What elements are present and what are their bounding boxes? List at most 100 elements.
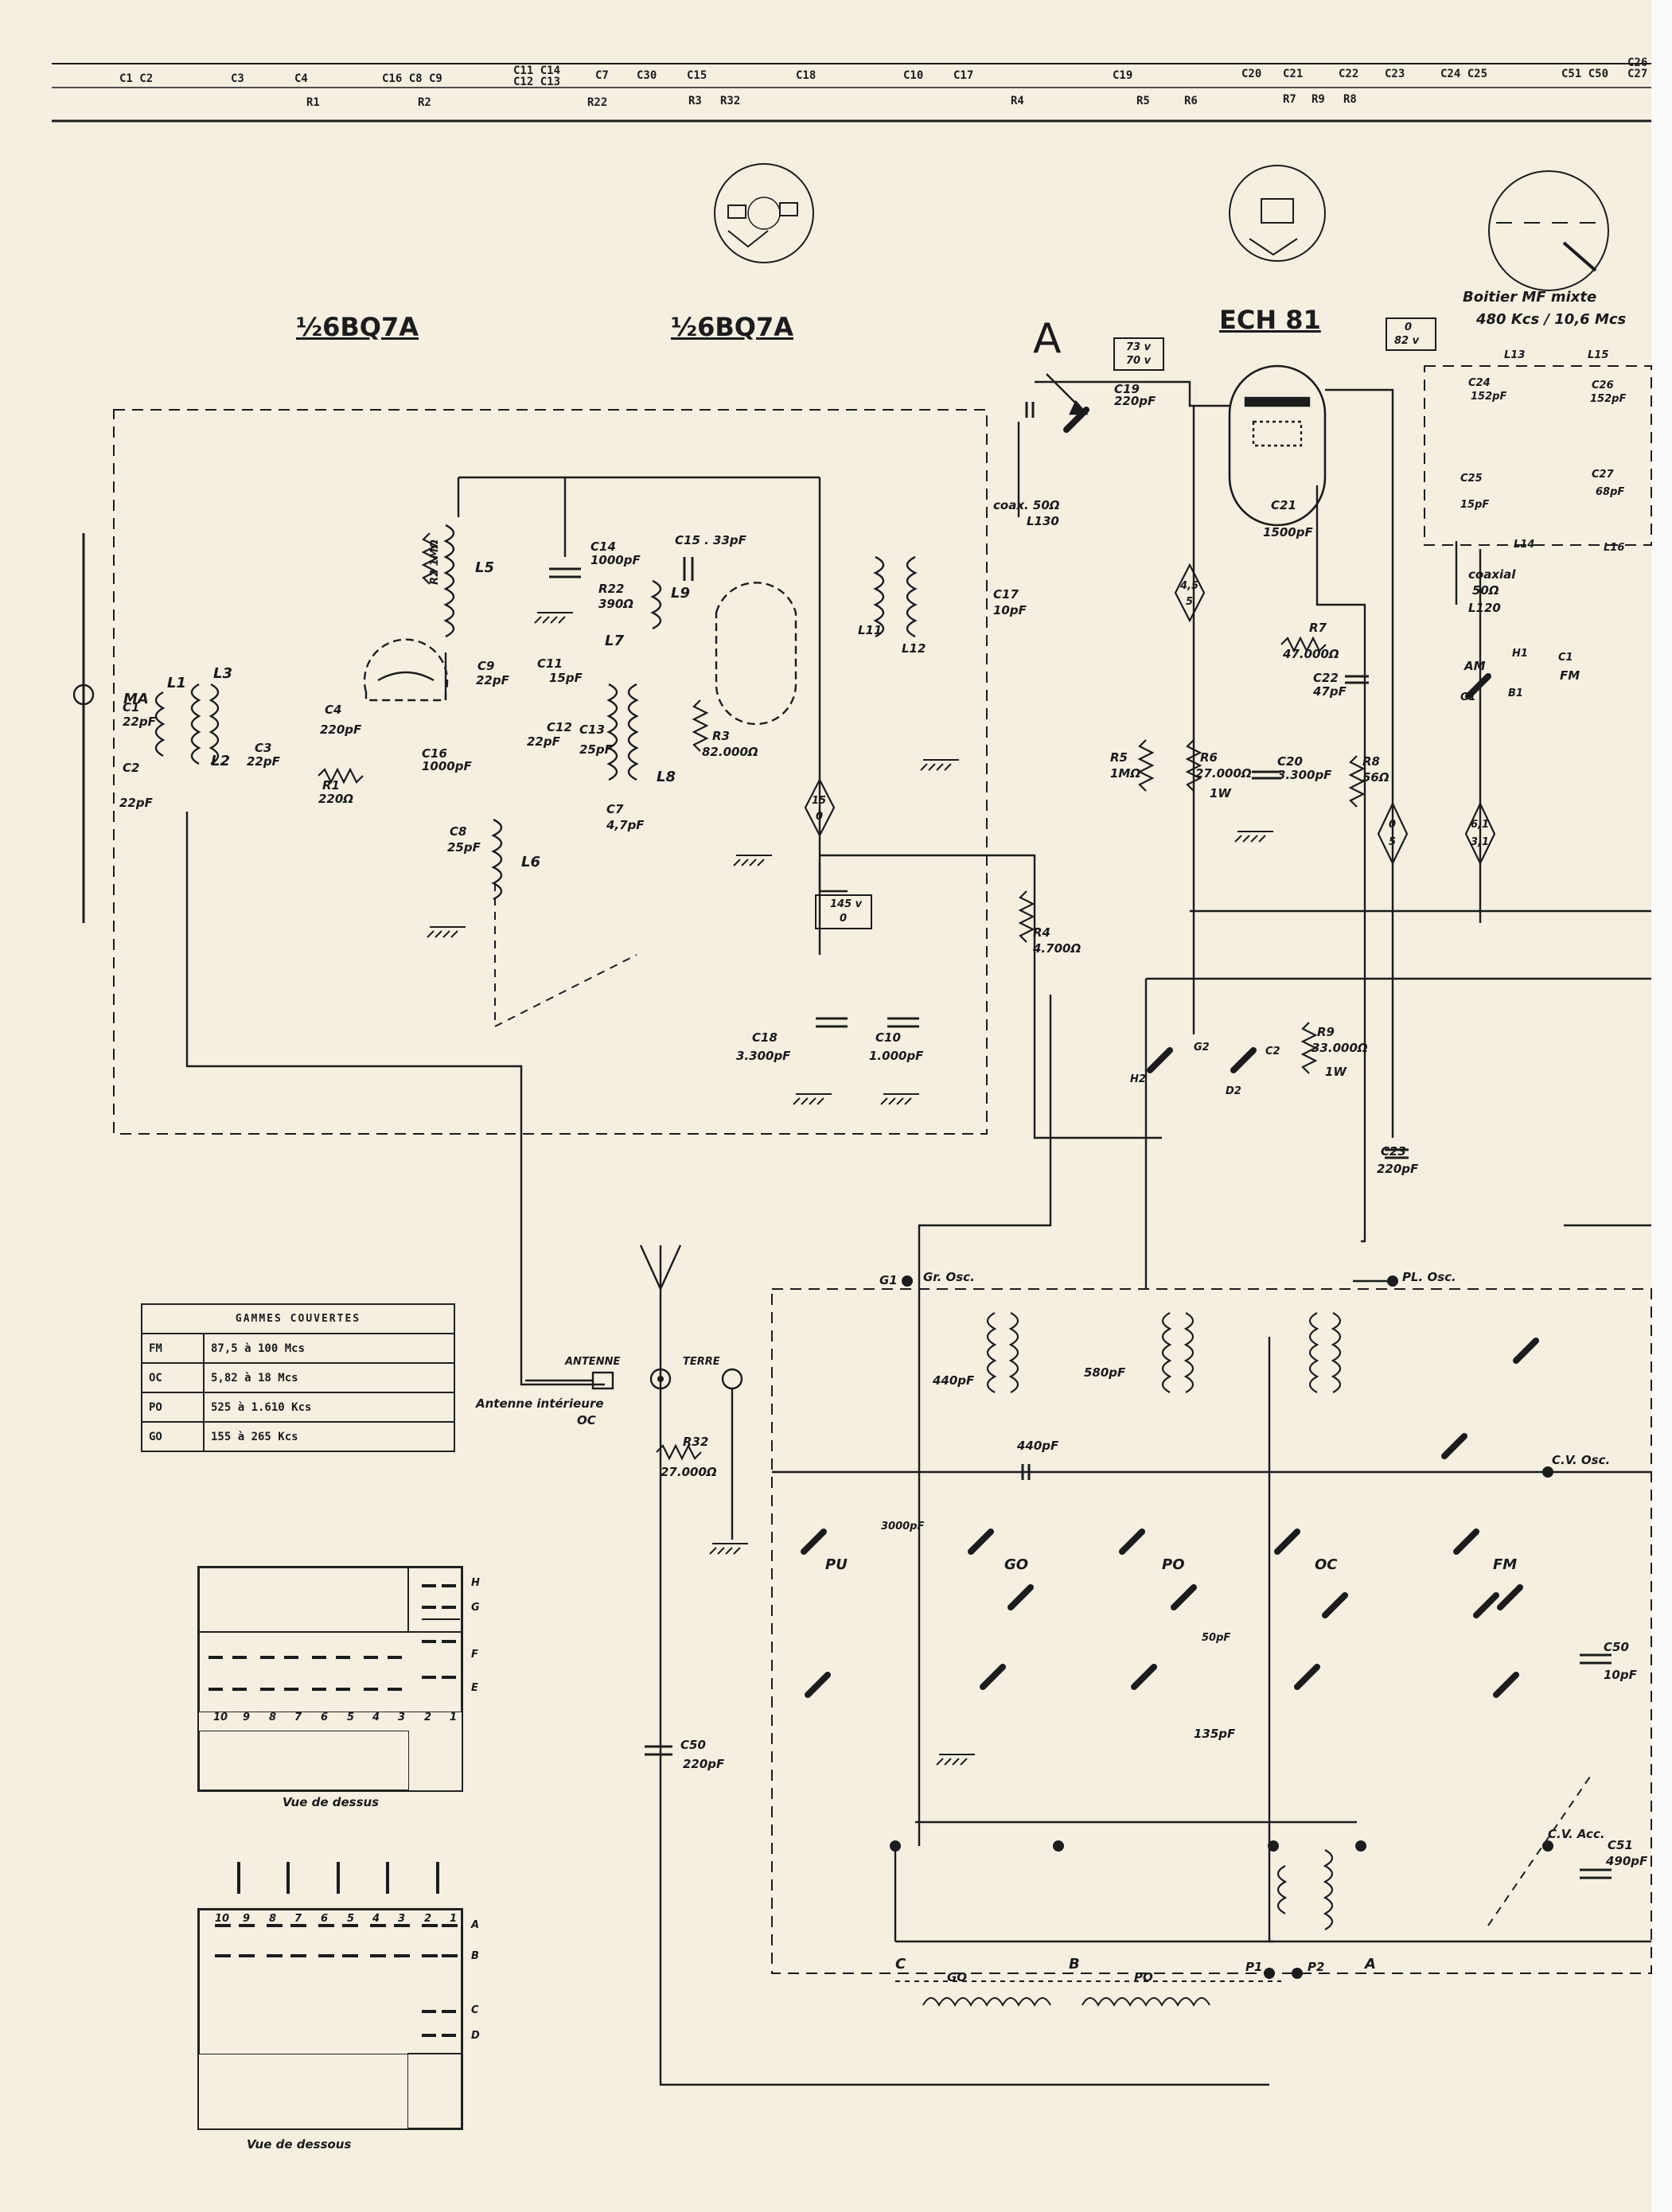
label-l8: L8 [657,769,676,785]
label-l3: L3 [213,665,232,682]
hdr-r32: R32 [720,95,741,107]
value-r9: 33.000Ω [1311,1041,1368,1055]
label-c17: C17 [993,587,1019,602]
value-r5: 1MΩ [1110,766,1141,781]
sw-h2: H2 [1130,1073,1146,1085]
label-ant-oc: OC [577,1413,596,1427]
point-p1: P1 [1245,1960,1263,1974]
sw-pu: PU [825,1556,848,1573]
label-r9: R9 [1317,1025,1335,1039]
value-c50b: 220pF [683,1757,725,1771]
label-ma: MA [123,691,149,707]
row-b: B [471,1950,479,1962]
value-c20: 3.300pF [1277,768,1332,782]
tube2-title: ½6BQ7A [671,312,794,342]
value-r6: 27.000Ω [1195,766,1252,781]
value-coax2: 50Ω [1472,583,1499,598]
sw-go: GO [1004,1556,1029,1573]
value-c9: 22pF [476,673,509,687]
gammes-table: GAMMES COUVERTES FM 87,5 à 100 Mcs OC 5,… [141,1303,455,1452]
hdr-c11c14: C11 C14 [513,64,561,77]
watt-r6: 1W [1210,786,1231,800]
value-c10: 1.000pF [869,1049,924,1063]
label-l1: L1 [167,675,186,691]
num-10: 10 [213,1712,228,1723]
value-c25: 15pF [1460,499,1490,511]
num-1: 1 [450,1712,458,1723]
value-c24: 152pF [1471,391,1507,403]
label-r32: R32 [683,1435,709,1449]
label-c21: C21 [1271,498,1296,512]
hdr-c27: C27 [1627,68,1648,80]
hdr-c21: C21 [1283,68,1304,80]
hdr-c30: C30 [637,69,657,82]
voltage-diamonds [804,563,1496,866]
label-c10: C10 [875,1030,901,1045]
gammes-title: GAMMES COUVERTES [141,1303,455,1334]
value-c8: 25pF [447,840,481,855]
label-r8: R8 [1362,754,1380,769]
value-r3: 82.000Ω [702,745,758,759]
gammes-row: OC 5,82 à 18 Mcs [141,1362,455,1393]
label-c1: C1 [123,700,140,715]
volt-0: 0 [1405,321,1413,333]
capacitors [549,402,1612,1879]
label-cv-osc: C.V. Osc. [1552,1453,1611,1467]
coil-l7 [606,683,618,781]
value-r8: 56Ω [1362,770,1389,785]
volt-82: 82 v [1394,335,1420,347]
label-c22: C22 [1313,671,1339,685]
value-c7: 4,7pF [606,818,645,832]
label-c23: C23 [1381,1144,1406,1159]
sw-po: PO [1162,1556,1185,1573]
label-r7: R7 [1309,621,1327,635]
hdr-c7: C7 [595,69,609,82]
label-l14: L14 [1514,539,1535,551]
num-4: 4 [372,1712,380,1723]
hdr-r8: R8 [1343,93,1357,106]
value-c51: 490pF [1606,1854,1648,1868]
hdr-c26: C26 [1627,56,1648,69]
bnum-7: 7 [294,1913,302,1925]
label-l9: L9 [671,585,690,602]
gang-coupling [494,883,637,1028]
value-c27: 68pF [1596,486,1625,498]
oscillator-coils [986,1312,1342,1930]
volt-box-73 [1113,337,1164,371]
tube3-title: ECH 81 [1219,305,1321,335]
hdr-c3: C3 [231,72,244,85]
label-r4: R4 [1033,925,1050,940]
value-r7: 47.000Ω [1283,647,1339,661]
value-c16: 1000pF [422,759,472,773]
label-l120: L120 [1468,601,1501,615]
label-antenne: ANTENNE [565,1356,621,1368]
label-r3: R3 [712,729,730,743]
row-d: D [471,2030,480,2042]
diamond-0: 0 [1389,819,1397,831]
label-r5: R5 [1110,750,1128,765]
coil-l12 [906,555,918,638]
value-580: 580pF [1084,1365,1126,1380]
tube1-title: ½6BQ7A [296,312,419,342]
hdr-r5: R5 [1136,95,1150,107]
hdr-r22: R22 [587,96,608,109]
tube2-envelope [715,582,797,726]
label-l7: L7 [605,633,624,649]
label-c13: C13 [579,722,605,737]
volt-145: 145 v [830,898,863,910]
label-l11: L11 [858,623,883,637]
cv-coupling [1487,1774,1592,1926]
bnum-5: 5 [347,1913,355,1925]
scan-edge [1651,0,1672,2212]
sw-c2: C2 [1265,1046,1280,1057]
point-a-label: A [1033,315,1062,363]
resistors [318,532,1366,1461]
label-am: AM [1464,659,1486,673]
view-top-caption: Vue de dessus [283,1795,380,1809]
label-c27: C27 [1592,469,1614,481]
gammes-band: PO [141,1392,205,1423]
row-g: G [471,1602,480,1614]
view-bottom-caption: Vue de dessous [247,2137,352,2152]
label-c8: C8 [450,824,467,839]
label-c50b: C50 [680,1738,706,1752]
